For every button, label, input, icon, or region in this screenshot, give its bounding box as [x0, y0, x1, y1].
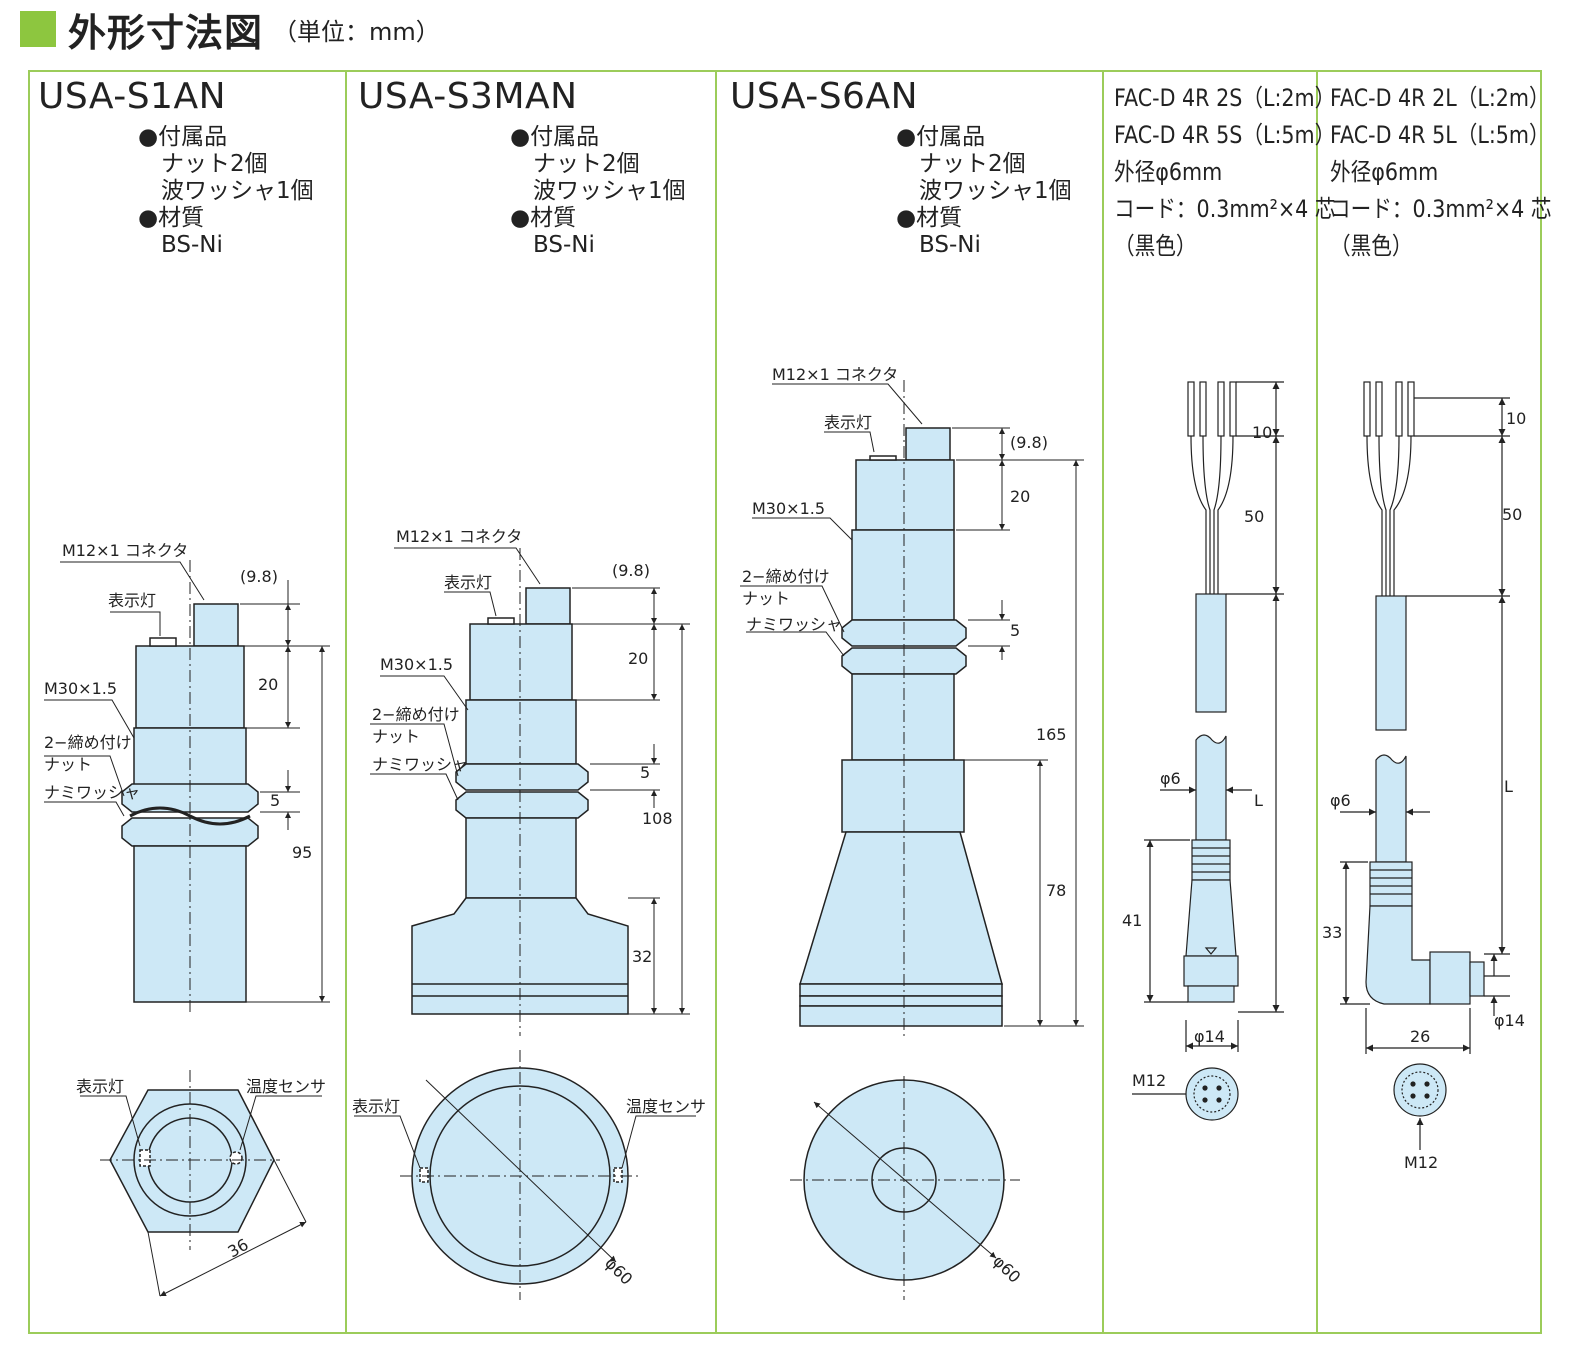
s1an-top-view	[80, 1070, 322, 1297]
diameter-label: φ14	[1194, 1027, 1225, 1046]
m12-label: M12	[1132, 1071, 1166, 1090]
dimension-label: 108	[642, 809, 673, 828]
dimension-label: 95	[292, 843, 312, 862]
connector-label: M12×1 コネクタ	[396, 527, 522, 546]
spec-list: ●付属品 ナット2個 波ワッシャ1個●材質 BS-Ni	[896, 124, 1072, 258]
dimension-label: 5	[270, 791, 280, 810]
indicator-label: 表示灯	[108, 591, 156, 610]
temp-sensor-label: 温度センサ	[246, 1077, 326, 1096]
dimension-label: (9.8)	[1010, 433, 1048, 452]
connector-label: M12×1 コネクタ	[62, 541, 188, 560]
dimension-label: 78	[1046, 881, 1066, 900]
diameter-label: φ60	[601, 1253, 636, 1288]
column-s6an	[715, 72, 1104, 1332]
indicator-label: 表示灯	[76, 1077, 124, 1096]
cable-spec: FAC-D 4R 2L（L:2m）FAC-D 4R 5L（L:5m）外径φ6mm…	[1330, 84, 1552, 260]
dimension-label: 50	[1502, 505, 1522, 524]
temp-sensor-label: 温度センサ	[626, 1097, 706, 1116]
diameter-label: φ6	[1330, 791, 1351, 810]
header-square-icon	[20, 11, 56, 47]
section-header: 外形寸法図 （単位：mm）	[20, 6, 440, 55]
dimension-label: 33	[1322, 923, 1342, 942]
washer-label: ナミワッシャ	[746, 615, 842, 634]
dimension-label: 5	[640, 763, 650, 782]
thread-label: M30×1.5	[44, 679, 117, 698]
dimension-label: 20	[258, 675, 278, 694]
s6an-dimension-lines	[740, 380, 1084, 1040]
dimension-label: 50	[1244, 507, 1264, 526]
m12-label: M12	[1404, 1153, 1438, 1172]
connector-label: M12×1 コネクタ	[772, 365, 898, 384]
dimension-label: 10	[1252, 423, 1272, 442]
dimension-label: 5	[1010, 621, 1020, 640]
dimension-label: 41	[1122, 911, 1142, 930]
model-name: USA-S6AN	[730, 76, 919, 117]
dimension-label: 36	[225, 1235, 252, 1262]
dimension-table: USA-S1AN ●付属品 ナット2個 波ワッシャ1個●材質 BS-Ni USA…	[28, 70, 1552, 1334]
section-title: 外形寸法図	[68, 10, 264, 55]
s1an-dimension-lines	[44, 560, 330, 1015]
column-cable-straight	[1102, 72, 1318, 1332]
nut-label: 2−締め付け	[372, 705, 460, 724]
nut-label: ナット	[372, 727, 420, 746]
dimension-label: 20	[1010, 487, 1030, 506]
cable-spec: FAC-D 4R 2S（L:2m）FAC-D 4R 5S（L:5m）外径φ6mm…	[1114, 84, 1336, 260]
nut-label: 2−締め付け	[44, 733, 132, 752]
column-s1an	[30, 72, 347, 1332]
dimension-label: 32	[632, 947, 652, 966]
thread-label: M30×1.5	[380, 655, 453, 674]
m12-connector-face	[1185, 1067, 1239, 1121]
nut-label: ナット	[742, 589, 790, 608]
thread-label: M30×1.5	[752, 499, 825, 518]
dimension-label: L	[1504, 777, 1513, 796]
dimension-label: 165	[1036, 725, 1067, 744]
washer-label: ナミワッシャ	[44, 783, 140, 802]
dimension-label: (9.8)	[240, 567, 278, 586]
s6an-top-view	[790, 1076, 1020, 1300]
dimension-label: 20	[628, 649, 648, 668]
cable-angle-drawing	[1340, 381, 1510, 1150]
dimension-label: (9.8)	[612, 561, 650, 580]
model-name: USA-S1AN	[38, 76, 227, 117]
nut-label: ナット	[44, 755, 92, 774]
indicator-label: 表示灯	[824, 413, 872, 432]
model-name: USA-S3MAN	[358, 76, 578, 117]
dimension-label: L	[1254, 791, 1263, 810]
nut-label: 2−締め付け	[742, 567, 830, 586]
unit-note: （単位：mm）	[273, 17, 440, 46]
diameter-label: φ14	[1494, 1011, 1525, 1030]
indicator-label: 表示灯	[444, 573, 492, 592]
washer-label: ナミワッシャ	[372, 755, 468, 774]
s3man-top-view	[354, 1050, 696, 1300]
dimension-label: 10	[1506, 409, 1526, 428]
cable-straight-drawing	[1132, 381, 1284, 1095]
dimension-label: 26	[1410, 1027, 1430, 1046]
s3man-dimension-lines	[370, 547, 690, 1036]
m12-connector-face	[1393, 1063, 1447, 1117]
spec-list: ●付属品 ナット2個 波ワッシャ1個●材質 BS-Ni	[138, 124, 314, 258]
diameter-label: φ6	[1160, 769, 1181, 788]
spec-list: ●付属品 ナット2個 波ワッシャ1個●材質 BS-Ni	[510, 124, 686, 258]
indicator-label: 表示灯	[352, 1097, 400, 1116]
column-s3man	[345, 72, 717, 1332]
s6an-side-view	[798, 427, 1003, 1027]
